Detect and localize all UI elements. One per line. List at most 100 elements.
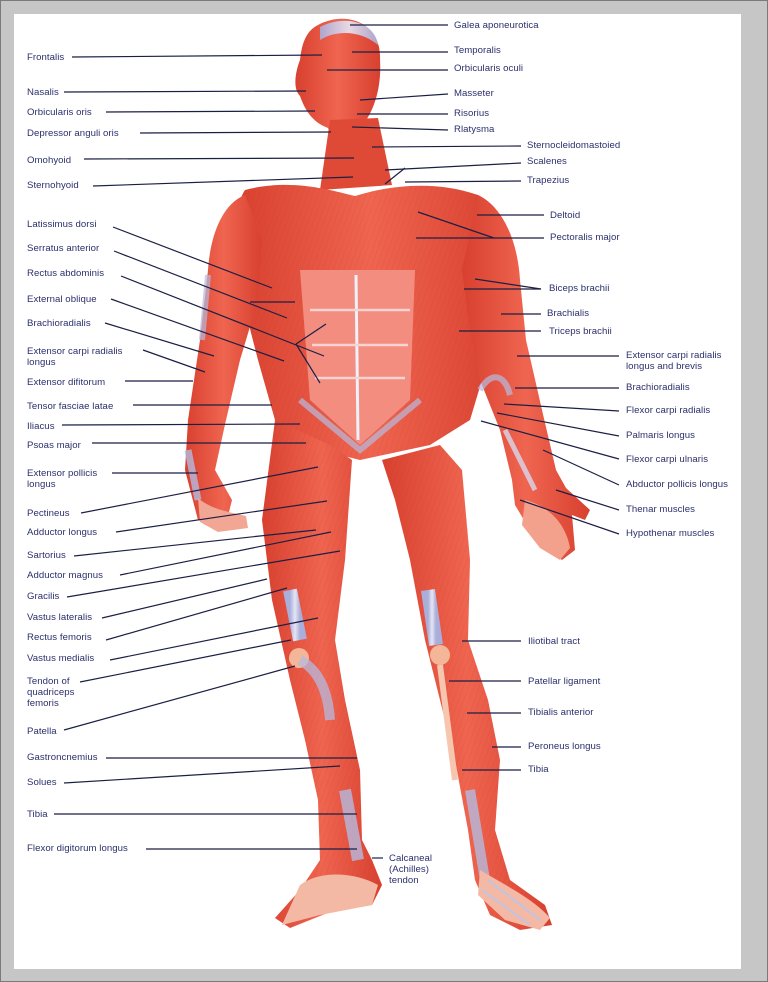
- label-temporalis: Temporalis: [454, 45, 501, 56]
- platysma-leader-line: [351, 126, 449, 131]
- label-soleus: Solues: [27, 777, 57, 788]
- label-pectoralis-major: Pectoralis major: [550, 232, 620, 243]
- label-peroneus-longus: Peroneus longus: [528, 741, 601, 752]
- leader-lines: [54, 24, 620, 859]
- adductor-longus-leader-line: [115, 500, 328, 533]
- label-palmaris-longus: Palmaris longus: [626, 430, 696, 441]
- label-vastus-medialis: Vastus medialis: [27, 653, 95, 664]
- label-biceps-brachii: Biceps brachii: [549, 283, 610, 294]
- gracilis-leader-line: [66, 550, 341, 598]
- scalenes-leader-line-branch: [384, 167, 406, 185]
- label-patellar-ligament: Patellar ligament: [528, 676, 601, 687]
- label-external-oblique: External oblique: [27, 294, 97, 305]
- label-scalenes: Scalenes: [527, 156, 567, 167]
- label-calcaneal-achilles-tendon: Calcaneal(Achilles)tendon: [389, 853, 433, 886]
- nasalis-leader-line: [63, 90, 307, 93]
- biceps-brachii-leader-line-branch: [474, 278, 542, 290]
- trapezius-leader-line: [404, 180, 522, 183]
- label-tibia-right: Tibia: [528, 764, 549, 775]
- label-thenar-muscles: Thenar muscles: [626, 504, 695, 515]
- frontalis-leader-line: [71, 54, 323, 58]
- rectus-abdominis-leader-line-branch: [295, 343, 321, 384]
- latissimus-dorsi-leader-line: [112, 226, 273, 289]
- external-oblique-leader-line: [110, 298, 285, 362]
- flexor-carpi-radialis-leader-line: [503, 403, 620, 412]
- label-risorius: Risorius: [454, 108, 490, 119]
- depressor-anguli-oris-leader-line: [139, 131, 332, 134]
- label-galea-aponeurotica: Galea aponeurotica: [454, 20, 539, 31]
- label-rectus-femoris: Rectus femoris: [27, 632, 92, 643]
- label-gracilis: Gracilis: [27, 591, 60, 602]
- label-patella: Patella: [27, 726, 57, 737]
- body-silhouette: [184, 18, 590, 930]
- label-abductor-pollicis-longus: Abductor pollicis longus: [626, 479, 728, 490]
- label-iliacus: Iliacus: [27, 421, 55, 432]
- flexor-carpi-ulnaris-leader-line: [480, 420, 620, 460]
- sartorius-leader-line: [73, 529, 317, 557]
- label-nasalis: Nasalis: [27, 87, 59, 98]
- soleus-leader-line: [63, 765, 341, 784]
- label-tibialis-anterior: Tibialis anterior: [528, 707, 594, 718]
- label-frontalis: Frontalis: [27, 52, 65, 63]
- adductor-magnus-leader-line: [119, 531, 332, 576]
- label-pectineus: Pectineus: [27, 508, 70, 519]
- pectoralis-major-leader-line-branch: [417, 211, 495, 239]
- iliacus-leader-line: [61, 423, 301, 426]
- label-trapezius: Trapezius: [527, 175, 570, 186]
- label-masseter: Masseter: [454, 88, 494, 99]
- label-flexor-carpi-radialis: Flexor carpi radialis: [626, 405, 711, 416]
- omohyoid-leader-line: [83, 157, 355, 160]
- label-deltoid: Deltoid: [550, 210, 581, 221]
- label-brachioradialis-right: Brachioradialis: [626, 382, 690, 393]
- rectus-femoris-leader-line: [105, 587, 288, 641]
- label-triceps-brachii: Triceps brachii: [549, 326, 612, 337]
- label-flexor-carpi-ulnaris: Flexor carpi ulnaris: [626, 454, 709, 465]
- label-latissimus-dorsi: Latissimus dorsi: [27, 219, 97, 230]
- masseter-leader-line: [359, 93, 449, 101]
- extensor-carpi-radialis-longus-leader-line: [142, 349, 206, 373]
- orbicularis-oris-leader-line: [105, 110, 316, 113]
- rectus-abdominis-leader-line: [120, 275, 325, 357]
- label-adductor-magnus: Adductor magnus: [27, 570, 103, 581]
- label-psoas-major: Psoas major: [27, 440, 81, 451]
- sternocleidomastoid-leader-line: [371, 145, 522, 148]
- label-gastrocnemius: Gastroncnemius: [27, 752, 98, 763]
- tendon-of-quadriceps-femoris-leader-line: [79, 639, 292, 683]
- label-rectus-abdominis: Rectus abdominis: [27, 268, 105, 279]
- pectineus-leader-line: [80, 466, 319, 514]
- rectus-abdominis-leader-line-branch: [295, 323, 327, 345]
- palmaris-longus-leader-line: [496, 412, 620, 437]
- vastus-lateralis-leader-line: [101, 578, 268, 619]
- thenar-muscles-leader-line: [555, 489, 620, 511]
- vastus-medialis-leader-line: [109, 617, 319, 661]
- serratus-anterior-leader-line: [113, 250, 288, 319]
- label-iliotibial-tract: Iliotibal tract: [528, 636, 580, 647]
- abductor-pollicis-longus-leader-line: [542, 449, 620, 486]
- label-platysma: Rlatysma: [454, 124, 495, 135]
- label-sternocleidomastoid: Sternocleidomastoied: [527, 140, 621, 151]
- label-depressor-anguli-oris: Depressor anguli oris: [27, 128, 119, 139]
- sternohyoid-leader-line: [92, 176, 354, 187]
- label-flexor-digitorum-longus: Flexor digitorum longus: [27, 843, 128, 854]
- hypothenar-muscles-leader-line: [519, 499, 620, 535]
- label-sternohyoid: Sternohyoid: [27, 180, 79, 191]
- label-brachioradialis-left: Brachioradialis: [27, 318, 91, 329]
- label-orbicularis-oculi: Orbicularis oculi: [454, 63, 524, 74]
- label-orbicularis-oris: Orbicularis oris: [27, 107, 92, 118]
- scalenes-leader-line: [384, 162, 522, 171]
- label-tensor-fasciae-latae: Tensor fasciae latae: [27, 401, 114, 412]
- label-hypothenar-muscles: Hypothenar muscles: [626, 528, 715, 539]
- label-brachialis: Brachialis: [547, 308, 590, 319]
- label-serratus-anterior: Serratus anterior: [27, 243, 100, 254]
- label-sartorius: Sartorius: [27, 550, 66, 561]
- label-omohyoid: Omohyoid: [27, 155, 72, 166]
- patella-leader-line: [63, 665, 296, 731]
- label-tibia-left: Tibia: [27, 809, 48, 820]
- brachioradialis-left-leader-line: [104, 322, 215, 357]
- label-vastus-lateralis: Vastus lateralis: [27, 612, 93, 623]
